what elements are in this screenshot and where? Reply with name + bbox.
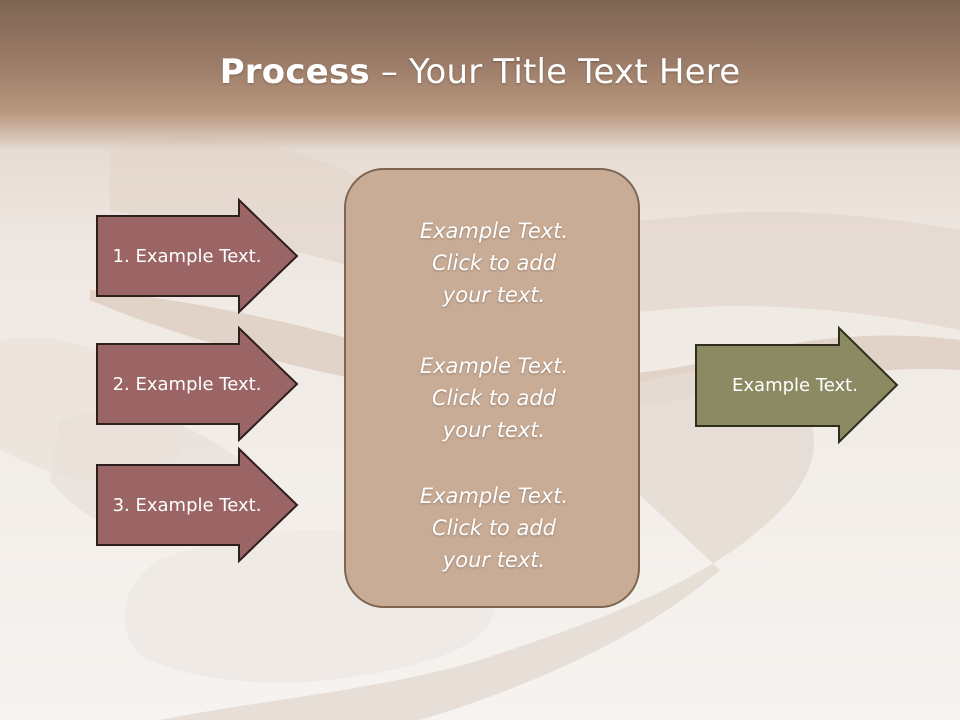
slide-title: Process – Your Title Text Here — [0, 52, 960, 92]
arrow-step-2-label: 2. Example Text. — [112, 374, 262, 395]
arrow-shape — [96, 197, 299, 315]
arrow-step-1-label: 1. Example Text. — [112, 246, 262, 267]
center-block-2: Example Text. Click to add your text. — [346, 350, 642, 446]
arrow-result[interactable]: Example Text. — [695, 325, 899, 445]
arrow-shape — [96, 325, 299, 443]
center-block-1: Example Text. Click to add your text. — [346, 215, 642, 311]
center-block-2-line-1: Example Text. — [419, 354, 569, 378]
arrow-step-1[interactable]: 1. Example Text. — [96, 197, 299, 315]
arrow-shape — [695, 325, 899, 445]
center-block-3-line-2: Click to add — [431, 516, 556, 540]
center-block-2-line-3: your text. — [442, 418, 546, 442]
center-block-1-line-2: Click to add — [431, 251, 556, 275]
center-block-3: Example Text. Click to add your text. — [346, 480, 642, 576]
center-text-box[interactable]: Example Text. Click to add your text. Ex… — [344, 168, 640, 608]
center-block-1-line-3: your text. — [442, 283, 546, 307]
title-bar — [0, 0, 960, 150]
arrow-result-label: Example Text. — [732, 375, 858, 396]
title-bold: Process — [219, 52, 370, 92]
arrow-shape — [96, 446, 299, 564]
arrow-step-2[interactable]: 2. Example Text. — [96, 325, 299, 443]
center-block-1-line-1: Example Text. — [419, 219, 569, 243]
title-rest: – Your Title Text Here — [369, 52, 741, 92]
center-block-2-line-2: Click to add — [431, 386, 556, 410]
arrow-step-3[interactable]: 3. Example Text. — [96, 446, 299, 564]
center-block-3-line-3: your text. — [442, 548, 546, 572]
arrow-step-3-label: 3. Example Text. — [112, 495, 262, 516]
center-block-3-line-1: Example Text. — [419, 484, 569, 508]
